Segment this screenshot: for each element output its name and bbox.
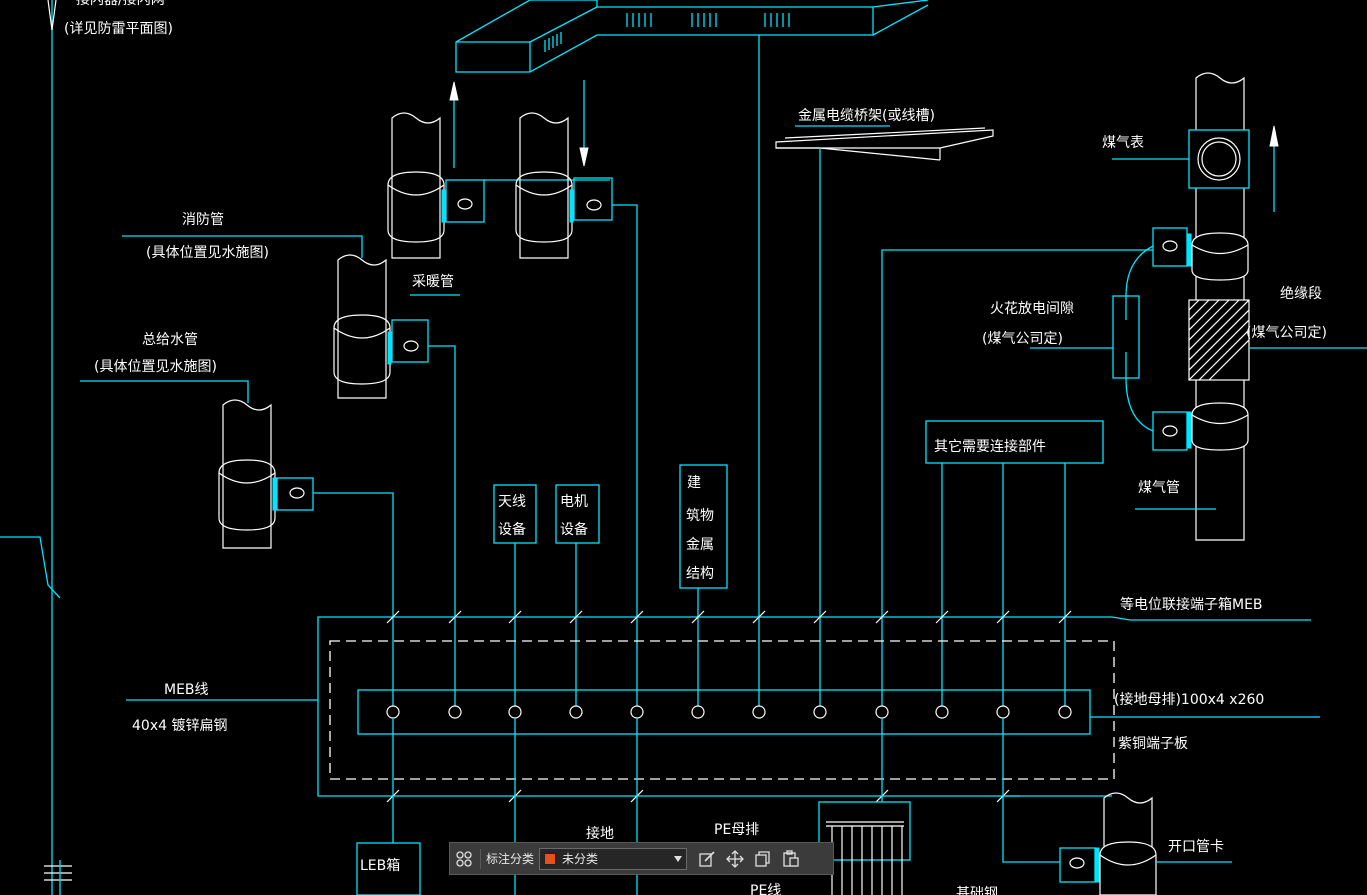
grid-icon[interactable] <box>450 845 478 873</box>
heating-pipe <box>122 235 460 712</box>
gas-pipe-assembly <box>881 72 1367 712</box>
leb-box-label: LEB箱 <box>360 858 400 874</box>
bottom-right-partial-label: 基础钢 <box>956 885 998 895</box>
gas-meter-label: 煤气表 <box>1102 135 1144 151</box>
motor-label-2: 设备 <box>560 521 588 538</box>
insulation-note: (煤气公司定) <box>1246 325 1327 341</box>
toolbar-divider <box>480 848 481 869</box>
antenna-label-2: 设备 <box>498 521 526 538</box>
pe-busbar-label: PE母排 <box>714 822 759 838</box>
building-label-1: 建 <box>687 475 701 491</box>
move-icon[interactable] <box>721 845 749 873</box>
water-main-label: 总给水管 <box>142 332 198 348</box>
open-clamp-label: 开口管卡 <box>1168 839 1224 855</box>
fire-pipe-label: 消防管 <box>182 212 224 228</box>
spark-gap-note: (煤气公司定) <box>982 331 1063 347</box>
category-selected: 未分类 <box>562 852 599 866</box>
airflow-arrows <box>449 80 1279 212</box>
insulation-label: 绝缘段 <box>1280 286 1322 302</box>
category-color-swatch <box>544 852 557 865</box>
motor-label-1: 电机 <box>560 494 588 510</box>
category-dropdown[interactable]: 未分类 <box>539 847 688 870</box>
meb-line-spec: 40x4 镀锌扁钢 <box>132 717 227 734</box>
gas-pipe-label: 煤气管 <box>1138 480 1180 496</box>
building-label-3: 金属 <box>686 537 714 553</box>
cable-tray-label: 金属电缆桥架(或线槽) <box>798 108 935 124</box>
water-main-location: (具体位置见水施图) <box>94 359 217 375</box>
meb-terminal-label: 等电位联接端子箱MEB <box>1120 596 1263 613</box>
antenna-label-1: 天线 <box>498 494 526 510</box>
top-left-label-2: (详见防雷平面图) <box>64 21 173 37</box>
spark-gap-label: 火花放电间隙 <box>990 301 1074 317</box>
pipe-1 <box>387 112 610 259</box>
building-label-4: 结构 <box>686 566 714 582</box>
down-conductor <box>0 0 72 895</box>
equipment-boxes <box>493 420 1104 712</box>
fire-pipe-location: (具体位置见水施图) <box>146 245 269 261</box>
heating-pipe-label: 采暖管 <box>412 274 454 290</box>
top-left-label-1: 接闪器/接闪网 <box>76 0 165 8</box>
edit-icon[interactable] <box>693 845 721 873</box>
ventilation-duct <box>455 0 929 712</box>
pe-line-label: PE线 <box>750 883 781 895</box>
category-label: 标注分类 <box>486 852 535 866</box>
pipe-2 <box>515 112 638 712</box>
open-clamp-pipe <box>1059 792 1232 895</box>
chevron-down-icon <box>674 855 683 862</box>
busbar-label: (接地母排)100x4 x260 <box>1114 691 1264 708</box>
copper-terminal-label: 紫铜端子板 <box>1118 736 1188 752</box>
copy-icon[interactable] <box>749 845 777 873</box>
meb-line-label: MEB线 <box>164 682 209 698</box>
other-parts-label: 其它需要连接部件 <box>934 438 1046 455</box>
water-main-pipe <box>80 380 394 712</box>
annotation-toolbar: 标注分类 未分类 <box>449 842 834 875</box>
building-label-2: 筑物 <box>686 508 714 524</box>
cable-tray <box>775 125 994 712</box>
paste-icon[interactable] <box>777 845 805 873</box>
ground-label: 接地 <box>586 825 614 842</box>
